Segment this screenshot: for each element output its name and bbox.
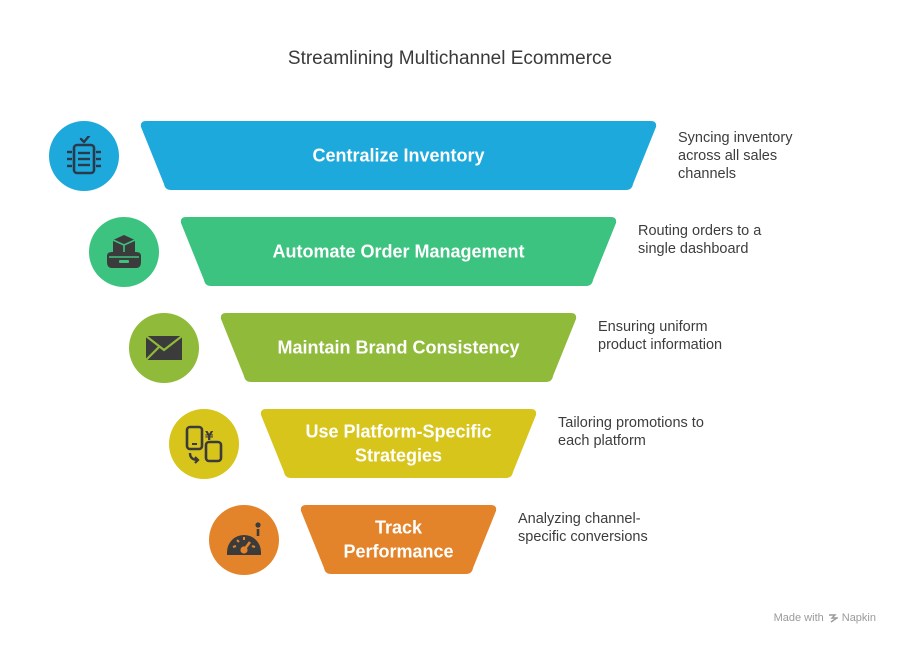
footer-attribution: Made with Napkin <box>774 612 876 624</box>
envelope-icon <box>129 313 199 383</box>
step-description: Routing orders to a single dashboard <box>638 223 762 257</box>
funnel-step-1: Centralize Inventory <box>140 121 657 190</box>
diagram-title: Streamlining Multichannel Ecommerce <box>287 48 613 69</box>
napkin-logo-icon <box>828 614 838 623</box>
step-description: Syncing inventory across all sales chann… <box>678 130 793 182</box>
step-label: Automate Order Management <box>272 242 524 262</box>
funnel-band <box>260 409 537 478</box>
step-description: Ensuring uniform product information <box>598 319 723 353</box>
step-description: Analyzing channel- specific conversions <box>518 511 648 545</box>
funnel-band <box>220 313 577 382</box>
funnel-band <box>180 217 617 286</box>
funnel-step-2: Automate Order Management <box>180 217 617 286</box>
package-box-icon <box>89 217 159 287</box>
step-description: Tailoring promotions to each platform <box>558 415 704 449</box>
step-label: Centralize Inventory <box>312 146 484 166</box>
inventory-checklist-icon <box>49 121 119 191</box>
napkin-brand-text: Napkin <box>841 612 876 624</box>
funnel-band <box>140 121 657 190</box>
made-with-text: Made with <box>773 612 824 624</box>
step-label: Maintain Brand Consistency <box>277 338 519 358</box>
funnel-band <box>300 505 497 574</box>
step-label: Use Platform-Specific <box>305 422 491 442</box>
step-label: Performance <box>343 542 453 562</box>
step-label: Track <box>375 518 423 538</box>
funnel-step-3: Maintain Brand Consistency <box>220 313 577 382</box>
phone-currency-exchange-icon <box>169 409 239 479</box>
step-label: Strategies <box>355 446 442 466</box>
speedometer-icon <box>209 505 279 575</box>
